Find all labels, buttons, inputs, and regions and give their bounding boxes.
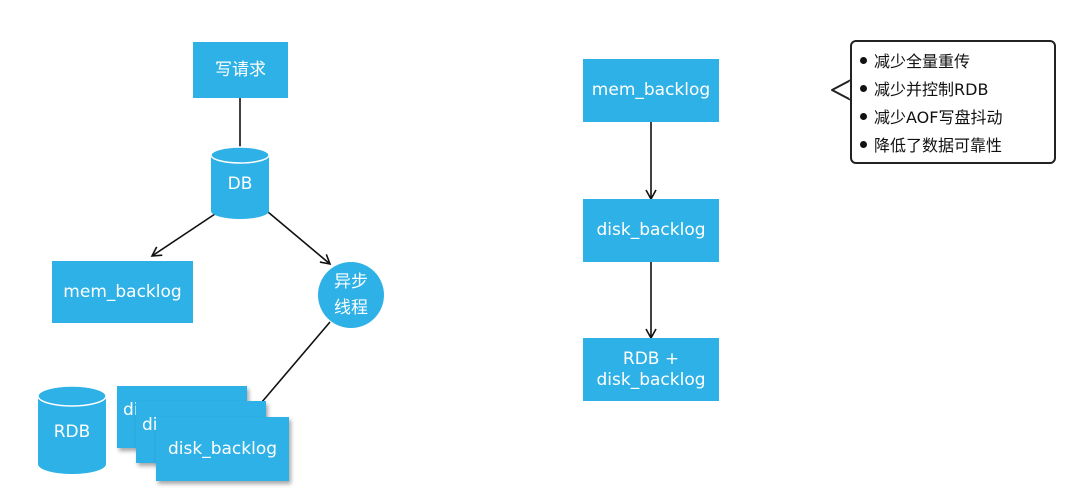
middle-disk-backlog-box: disk_backlog — [583, 199, 719, 262]
callout-item: 降低了数据可靠性 — [860, 130, 1048, 158]
async-thread-circle: 异步 线程 — [318, 262, 384, 328]
async-thread-label-line1: 异步 — [334, 272, 368, 292]
arrow-async-to-disk — [248, 321, 331, 418]
bullet-icon — [860, 112, 867, 120]
bullet-icon — [860, 140, 867, 148]
disk-backlog-card-front-label: disk_backlog — [167, 438, 278, 459]
write-request-box: 写请求 — [193, 42, 288, 98]
db-label: DB — [227, 174, 253, 194]
callout-item: 减少并控制RDB — [860, 74, 1048, 102]
disk-backlog-card-front: disk_backlog — [156, 417, 289, 481]
callout-item-text: 减少全量重传 — [874, 52, 971, 71]
disk-backlog-card-back1-label: di — [123, 400, 139, 420]
rdb-disk-backlog-line2: disk_backlog — [596, 369, 706, 390]
db-cylinder — [210, 146, 270, 219]
middle-mem-backlog-box: mem_backlog — [583, 59, 719, 122]
arrow-db-to-async — [267, 211, 332, 266]
callout-item: 减少AOF写盘抖动 — [860, 102, 1048, 130]
rdb-cylinder — [37, 385, 107, 474]
notes-callout: 减少全量重传 减少并控制RDB 减少AOF写盘抖动 降低了数据可靠性 — [850, 40, 1056, 164]
callout-item-text: 减少AOF写盘抖动 — [874, 108, 1003, 127]
disk-backlog-card-back2-label: di — [142, 415, 158, 435]
rdb-disk-backlog-box: RDB + disk_backlog — [583, 338, 719, 401]
bullet-icon — [860, 84, 867, 92]
callout-item-text: 减少并控制RDB — [874, 80, 989, 99]
left-mem-backlog-label: mem_backlog — [63, 281, 182, 302]
rdb-label: RDB — [53, 422, 91, 442]
callout-item-text: 降低了数据可靠性 — [874, 136, 1003, 155]
write-request-label: 写请求 — [215, 59, 266, 80]
arrow-db-to-mem — [150, 211, 219, 257]
callout-pointer — [831, 79, 853, 101]
middle-disk-backlog-label: disk_backlog — [596, 220, 706, 240]
callout-item: 减少全量重传 — [860, 46, 1048, 74]
bullet-icon — [860, 56, 867, 64]
middle-mem-backlog-label: mem_backlog — [591, 80, 711, 100]
async-thread-label-line2: 线程 — [334, 298, 368, 318]
left-mem-backlog-box: mem_backlog — [52, 261, 193, 323]
rdb-disk-backlog-line1: RDB + — [622, 348, 680, 369]
